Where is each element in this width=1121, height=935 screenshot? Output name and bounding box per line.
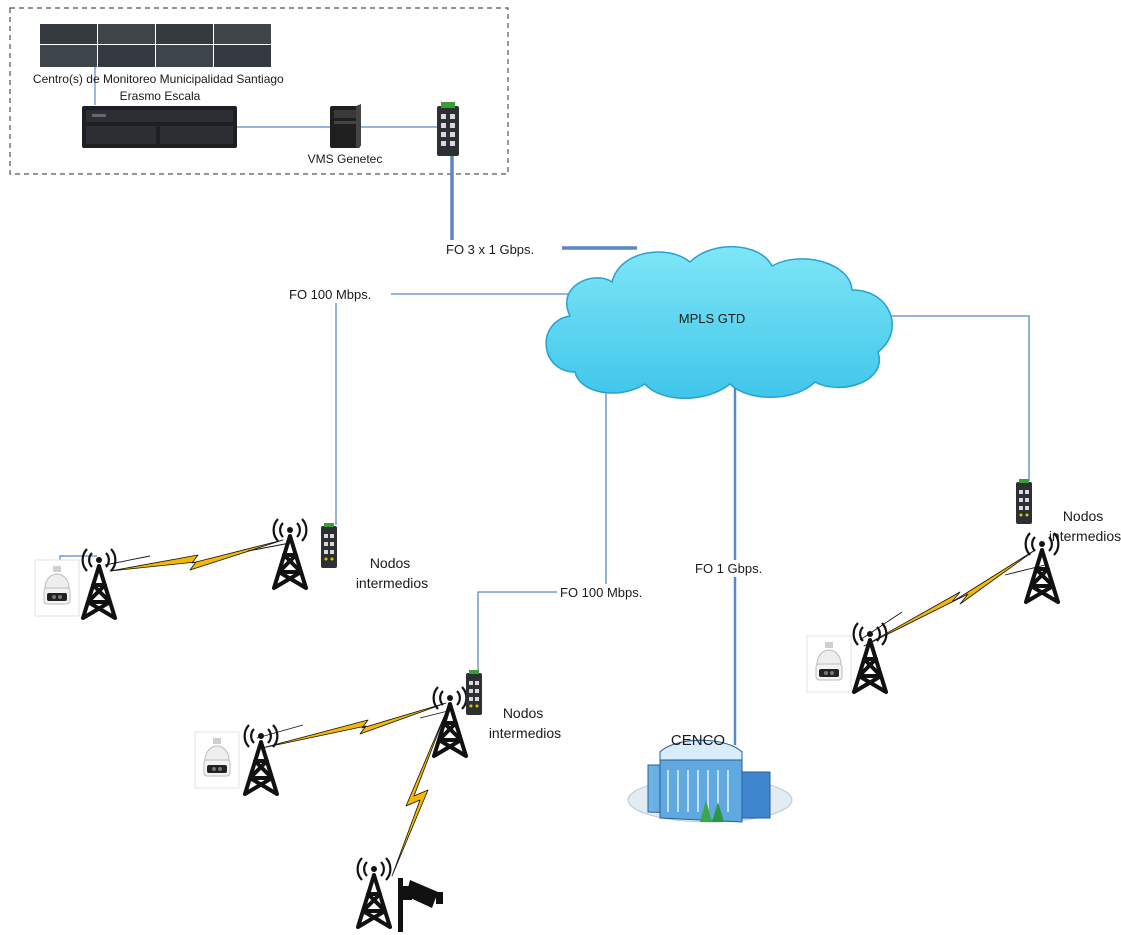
control-center: Centro(s) de Monitoreo Municipalidad San…	[9, 7, 509, 175]
left-branch-line	[335, 293, 568, 525]
server-icon	[330, 104, 361, 148]
wireless-link-icon	[391, 711, 447, 877]
right-node-line1: Nodos	[1063, 508, 1103, 524]
cenco-branch-label: FO 1 Gbps.	[695, 561, 762, 576]
monitoring-label-line1: Centro(s) de Monitoreo Municipalidad San…	[33, 72, 284, 86]
left-site: Nodos intermedios	[34, 517, 428, 620]
building-icon: CENCO	[627, 732, 793, 823]
switch-icon	[1016, 479, 1032, 524]
wireless-link-icon	[109, 539, 284, 572]
center-node-line2: intermedios	[489, 725, 561, 741]
right-site: Nodos intermedios	[806, 479, 1121, 694]
cloud-label: MPLS GTD	[679, 311, 745, 326]
center-node-line1: Nodos	[503, 705, 543, 721]
right-branch-line	[890, 315, 1030, 481]
tower-icon	[80, 547, 118, 620]
ptz-camera-icon	[806, 635, 852, 693]
cenco-label: CENCO	[671, 732, 725, 749]
wireless-links	[109, 539, 1036, 877]
video-wall-icon	[40, 24, 271, 67]
nvr-icon	[82, 106, 237, 148]
cloud-icon: MPLS GTD	[545, 245, 893, 399]
control-center-boundary	[9, 7, 509, 175]
center-site: Nodos intermedios	[194, 670, 561, 932]
core-switch-icon	[437, 102, 459, 156]
right-node-line2: intermedios	[1049, 528, 1121, 544]
uplink-line	[450, 156, 637, 250]
switch-icon	[321, 523, 337, 568]
center-branch-line	[477, 393, 607, 672]
center-node-label: Nodos intermedios	[489, 705, 561, 741]
ptz-camera-icon	[194, 731, 240, 789]
uplink-label: FO 3 x 1 Gbps.	[446, 242, 534, 257]
wireless-link-icon	[261, 702, 447, 749]
monitoring-center-label: Centro(s) de Monitoreo Municipalidad San…	[33, 72, 287, 103]
wireless-link-icon	[863, 549, 1036, 647]
bullet-camera-icon	[398, 878, 443, 932]
switch-icon	[466, 670, 482, 715]
vms-label: VMS Genetec	[308, 152, 383, 166]
right-node-label: Nodos intermedios	[1049, 508, 1121, 544]
wireless-tie-lines	[104, 542, 1046, 739]
left-node-line1: Nodos	[370, 555, 410, 571]
ptz-camera-icon	[34, 559, 80, 617]
tower-icon	[242, 723, 280, 796]
left-node-label: Nodos intermedios	[356, 555, 428, 591]
center-branch-label: FO 100 Mbps.	[560, 585, 642, 600]
tower-icon	[271, 517, 309, 590]
left-branch-label: FO 100 Mbps.	[289, 287, 371, 302]
monitoring-label-line2: Erasmo Escala	[120, 89, 201, 103]
tower-icon	[355, 856, 393, 929]
left-node-line2: intermedios	[356, 575, 428, 591]
tower-icon	[431, 685, 469, 758]
tower-icon	[851, 621, 889, 694]
